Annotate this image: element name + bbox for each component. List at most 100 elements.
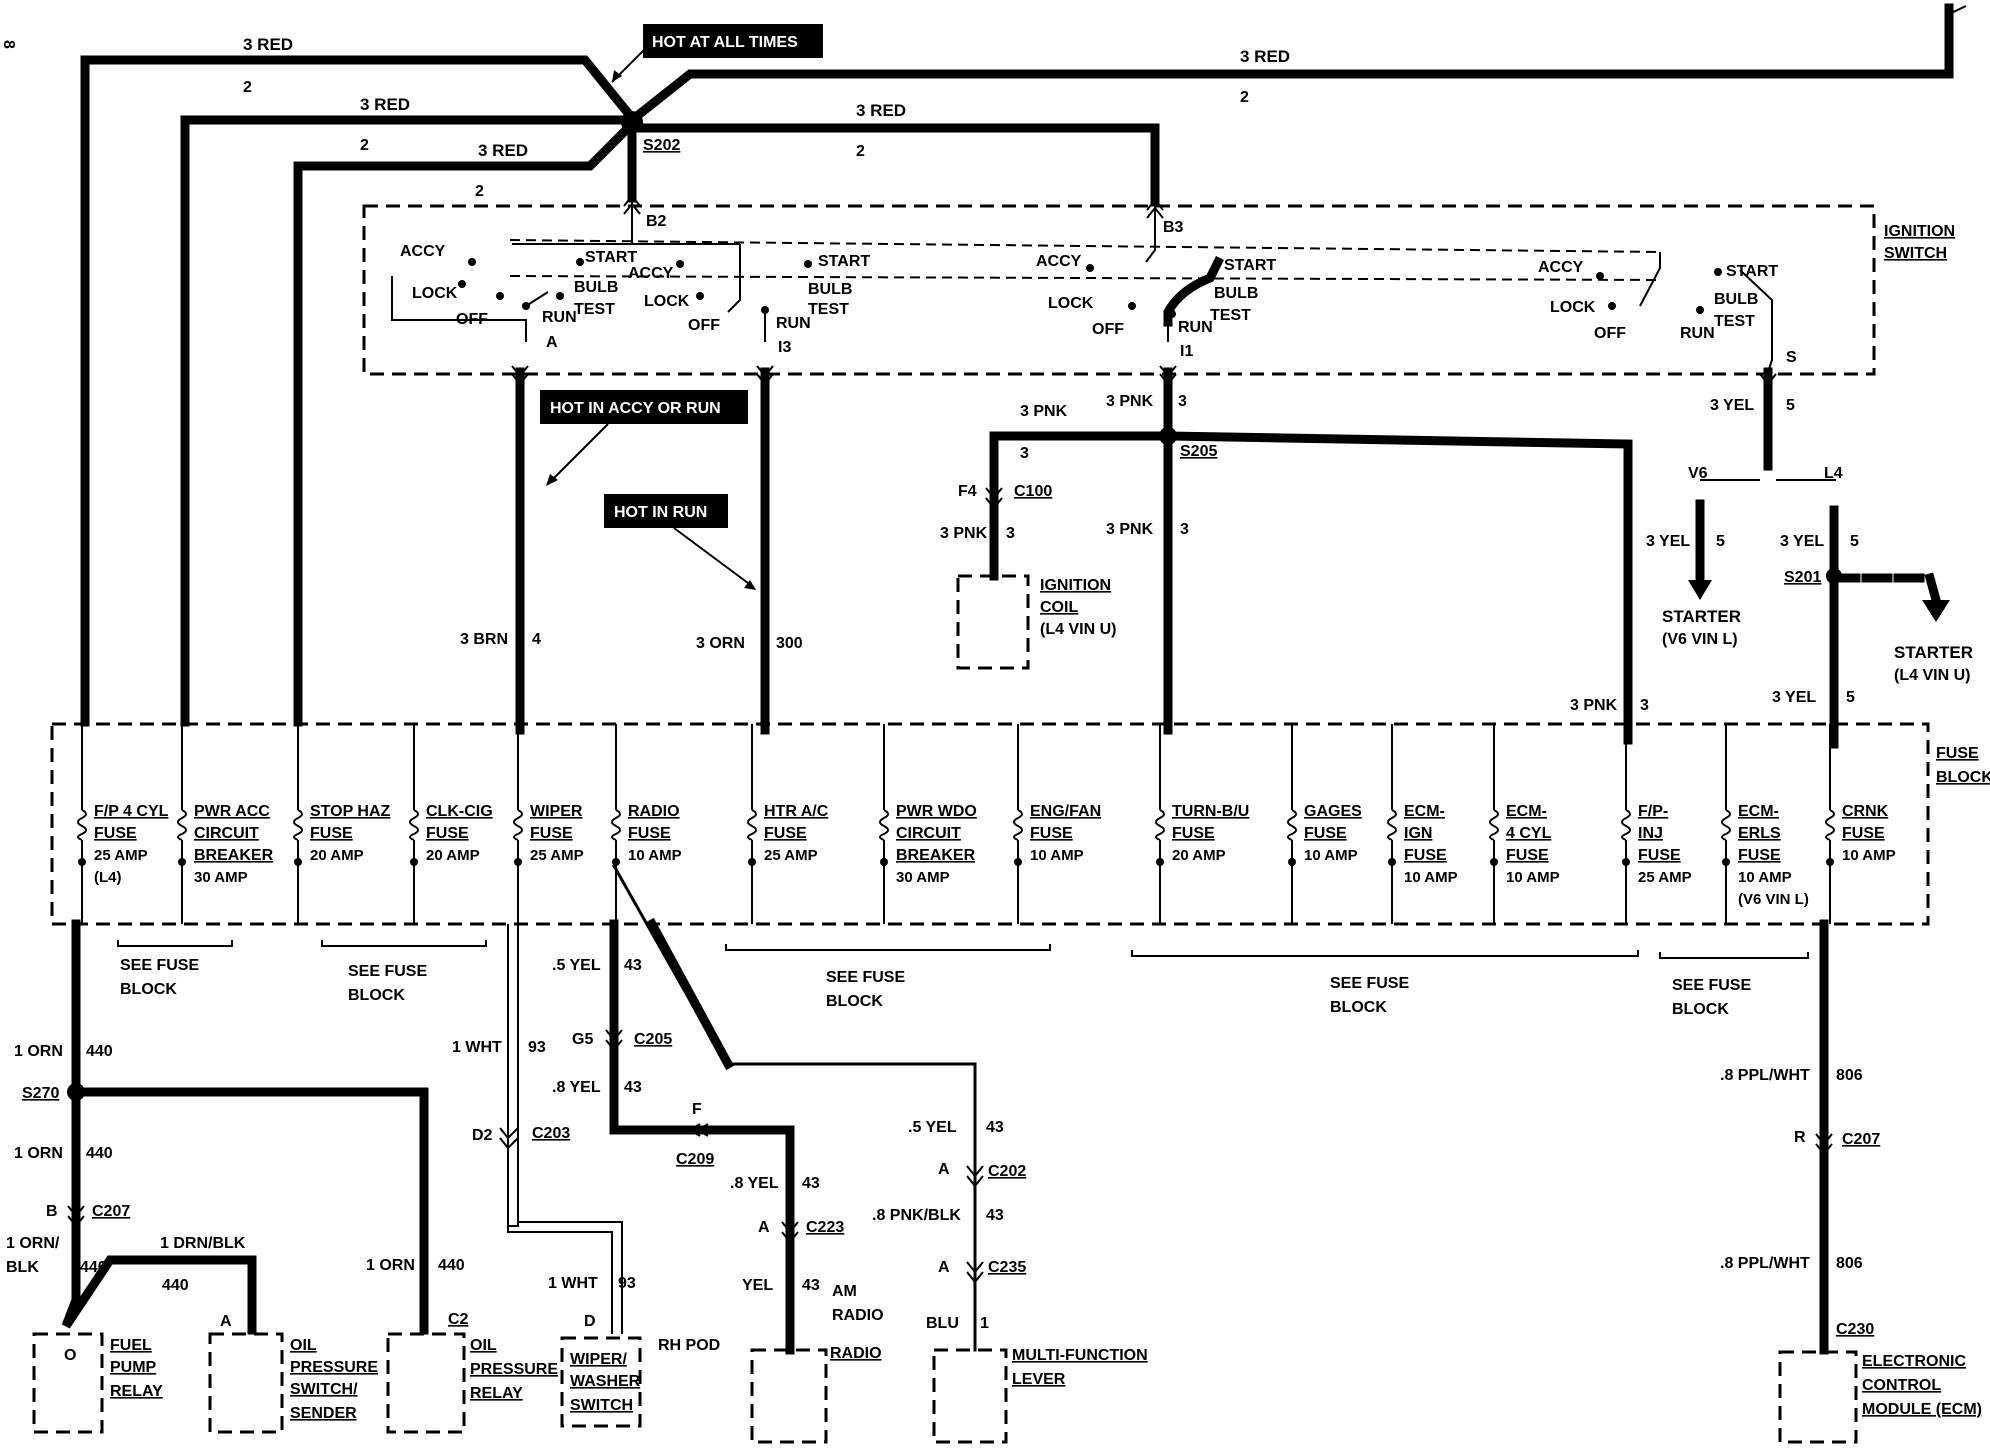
- svg-text:ACCY: ACCY: [400, 243, 446, 260]
- svg-text:OIL: OIL: [290, 1337, 317, 1354]
- fuse-label: 30 AMP: [194, 869, 248, 886]
- svg-text:A: A: [758, 1219, 770, 1236]
- svg-text:SEE FUSE: SEE FUSE: [348, 963, 427, 980]
- wire-red-label-3: 3 RED: [478, 141, 528, 160]
- fuse-symbol: [513, 809, 523, 841]
- svg-text:TEST: TEST: [808, 301, 849, 318]
- svg-text:3: 3: [1640, 697, 1649, 714]
- svg-text:4: 4: [532, 631, 541, 648]
- svg-text:HOT IN RUN: HOT IN RUN: [614, 504, 707, 521]
- wire-red-label-1: 3 RED: [243, 35, 293, 54]
- wire-red-circ-2: 2: [360, 137, 369, 154]
- svg-text:3 YEL: 3 YEL: [1710, 397, 1754, 414]
- fuse-label: ECM-: [1738, 803, 1779, 820]
- fuse-label: 25 AMP: [530, 847, 584, 864]
- fuse-label: FUSE: [1304, 825, 1347, 842]
- svg-text:B2: B2: [646, 213, 667, 230]
- fuse-label: RADIO: [628, 803, 680, 820]
- fuse-label: FUSE: [1638, 847, 1681, 864]
- svg-text:TEST: TEST: [574, 301, 615, 318]
- svg-text:RELAY: RELAY: [110, 1383, 163, 1400]
- oil-pressure-relay-box: [386, 1332, 466, 1434]
- fuse-label: FUSE: [1172, 825, 1215, 842]
- fuse-label: FUSE: [764, 825, 807, 842]
- svg-text:SEE FUSE: SEE FUSE: [826, 969, 905, 986]
- wire-red-label-5: 3 RED: [1240, 47, 1290, 66]
- svg-text:BLOCK: BLOCK: [826, 993, 883, 1010]
- svg-text:1 DRN/BLK: 1 DRN/BLK: [160, 1235, 246, 1252]
- fuse-label: IGN: [1404, 825, 1432, 842]
- banner-hot-in-run: HOT IN RUN: [604, 494, 756, 590]
- svg-text:B: B: [46, 1203, 58, 1220]
- svg-text:BLOCK: BLOCK: [348, 987, 405, 1004]
- fuse-label: TURN-B/U: [1172, 803, 1249, 820]
- fuse-label: PWR ACC: [194, 803, 270, 820]
- fuse-symbol: [747, 809, 757, 841]
- fuse-label: (V6 VIN L): [1738, 891, 1809, 908]
- fuse-label: ECM-: [1404, 803, 1445, 820]
- svg-text:LOCK: LOCK: [412, 285, 458, 302]
- fuse-label: FUSE: [426, 825, 469, 842]
- svg-text:IGNITION: IGNITION: [1040, 577, 1111, 594]
- svg-text:C203: C203: [532, 1125, 570, 1142]
- svg-text:FUSE: FUSE: [1936, 745, 1979, 762]
- fuse-symbol: [1387, 809, 1397, 841]
- svg-text:A: A: [220, 1313, 232, 1330]
- svg-text:1 ORN: 1 ORN: [366, 1257, 415, 1274]
- fuse-symbol: [1155, 809, 1165, 841]
- svg-text:RADIO: RADIO: [830, 1345, 882, 1362]
- svg-text:HOT AT ALL TIMES: HOT AT ALL TIMES: [652, 34, 798, 51]
- ignition-coil: F4 C100 3 PNK 3 IGNITION COIL (L4 VIN U): [940, 481, 1116, 670]
- banner-hot-at-all-times: HOT AT ALL TIMES: [611, 24, 823, 83]
- svg-text:LOCK: LOCK: [1550, 299, 1596, 316]
- svg-text:RUN: RUN: [1178, 319, 1213, 336]
- svg-text:43: 43: [802, 1175, 820, 1192]
- svg-text:3 PNK: 3 PNK: [1106, 393, 1154, 410]
- svg-text:3 YEL: 3 YEL: [1646, 533, 1690, 550]
- svg-text:COIL: COIL: [1040, 599, 1078, 616]
- svg-text:STARTER: STARTER: [1894, 643, 1973, 662]
- svg-text:BULB: BULB: [1714, 291, 1758, 308]
- svg-text:C207: C207: [92, 1203, 130, 1220]
- svg-text:STARTER: STARTER: [1662, 607, 1741, 626]
- svg-text:ELECTRONIC: ELECTRONIC: [1862, 1353, 1966, 1370]
- svg-text:A: A: [546, 334, 558, 351]
- fuse-label: 25 AMP: [764, 847, 818, 864]
- svg-text:(L4 VIN U): (L4 VIN U): [1040, 621, 1116, 638]
- svg-text:A: A: [938, 1161, 950, 1178]
- svg-text:BULB: BULB: [1214, 285, 1258, 302]
- svg-text:5: 5: [1716, 533, 1725, 550]
- svg-text:S: S: [1786, 349, 1797, 366]
- ignition-switch: ACCY LOCK OFF RUN START BULB TEST A B2 A…: [362, 198, 1955, 376]
- fuel-pump-relay-box: [32, 1332, 104, 1434]
- svg-text:ACCY: ACCY: [1538, 259, 1584, 276]
- fuse-label: F/P 4 CYL: [94, 803, 169, 820]
- svg-text:(L4 VIN U): (L4 VIN U): [1894, 667, 1970, 684]
- fuse-label: FUSE: [628, 825, 671, 842]
- svg-text:806: 806: [1836, 1255, 1863, 1272]
- see-fuse-block-notes: SEE FUSE BLOCK SEE FUSE BLOCK SEE FUSE B…: [117, 940, 1809, 1018]
- svg-text:PUMP: PUMP: [110, 1359, 157, 1376]
- svg-text:3: 3: [1178, 393, 1187, 410]
- fuse-label: 30 AMP: [896, 869, 950, 886]
- ignition-switch-title-1: IGNITION: [1884, 223, 1955, 240]
- svg-text:RH POD: RH POD: [658, 1337, 720, 1354]
- fuel-pump-circuit: S270 1 ORN 440 1 ORN 440 B C207 1 ORN/ B…: [6, 919, 558, 1434]
- switched-feed-wires: [515, 367, 1773, 745]
- fuse-symbol: [1013, 809, 1023, 841]
- fuse-label: WIPER: [530, 803, 583, 820]
- fuse-label: HTR A/C: [764, 803, 829, 820]
- svg-text:WIPER/: WIPER/: [570, 1351, 627, 1368]
- svg-text:CONTROL: CONTROL: [1862, 1377, 1941, 1394]
- svg-text:F4: F4: [958, 483, 977, 500]
- ecm-circuit: .8 PPL/WHT 806 R C207 .8 PPL/WHT 806 C23…: [1720, 919, 1982, 1444]
- fuse-label: CIRCUIT: [194, 825, 259, 842]
- svg-text:440: 440: [86, 1043, 113, 1060]
